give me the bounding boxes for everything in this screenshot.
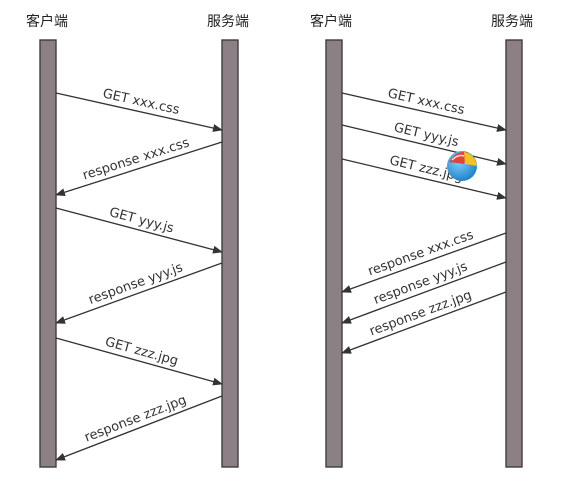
request-arrow	[341, 92, 507, 132]
request-arrow	[341, 124, 507, 166]
response-arrow	[341, 261, 507, 324]
client-label: 客户端	[26, 13, 68, 30]
server-label: 服务端	[491, 14, 533, 30]
message-label: response xxx.css	[81, 135, 192, 183]
response-arrow	[55, 262, 223, 324]
ball-icon	[447, 151, 477, 181]
server-label: 服务端	[207, 14, 249, 30]
server-lifeline	[505, 39, 523, 468]
message-label: response yyy.js	[87, 260, 185, 308]
request-arrow	[55, 207, 223, 254]
response-arrow	[55, 395, 223, 461]
client-lifeline	[325, 39, 343, 468]
message-label: GET xxx.css	[386, 86, 466, 118]
response-arrow	[341, 232, 507, 293]
message-label: GET yyy.js	[108, 205, 176, 236]
response-arrow	[55, 141, 223, 197]
server-lifeline	[221, 39, 239, 468]
message-label: GET yyy.js	[392, 120, 460, 150]
client-label: 客户端	[310, 13, 352, 30]
message-label: GET zzz.jpg	[103, 335, 179, 370]
client-lifeline	[39, 39, 57, 468]
request-arrow	[55, 337, 223, 386]
request-arrow	[55, 92, 223, 132]
message-label: response zzz.jpg	[83, 393, 189, 446]
message-label: GET xxx.css	[101, 86, 181, 118]
request-arrow	[341, 158, 507, 200]
response-arrow	[341, 291, 507, 354]
